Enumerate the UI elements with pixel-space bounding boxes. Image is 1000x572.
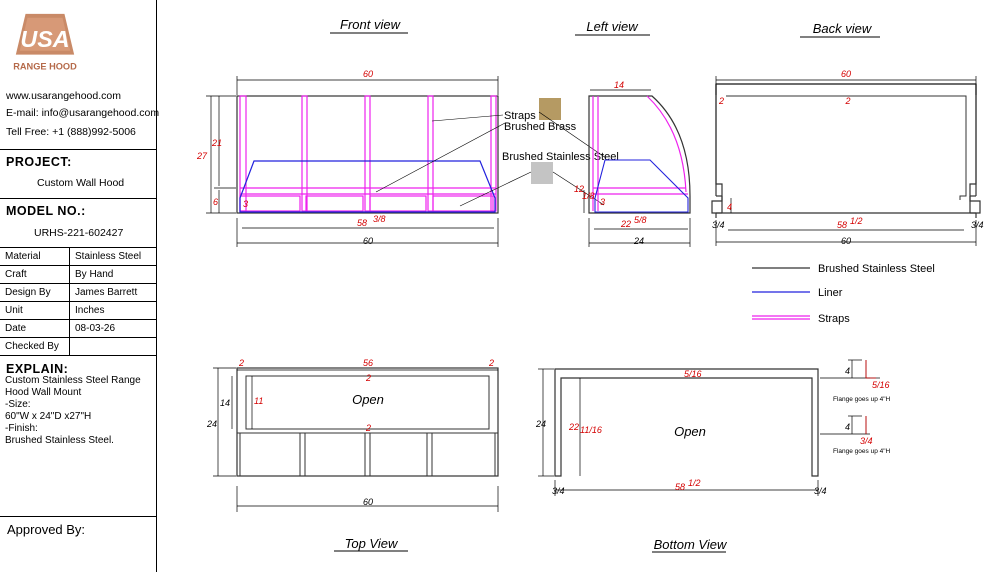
project-value: Custom Wall Hood bbox=[37, 177, 125, 189]
project-label: PROJECT: bbox=[6, 155, 72, 169]
dim-back-bottom: 60 bbox=[841, 236, 851, 246]
steel-swatch bbox=[531, 162, 553, 184]
straps-callout: Straps bbox=[504, 110, 536, 122]
dim-back-corner-r: 2 bbox=[844, 96, 850, 106]
dim-flange-2-frac: 3/4 bbox=[860, 436, 873, 446]
legend: Brushed Stainless Steel Liner Straps bbox=[752, 263, 935, 325]
dim-bottom-inner-depth: 22 bbox=[568, 422, 579, 432]
brass-callout: Brushed Brass bbox=[504, 121, 577, 133]
legend-label-straps: Straps bbox=[818, 313, 850, 325]
dim-bottom-edge-r: 3/4 bbox=[814, 486, 827, 496]
dim-back-corner-l: 2 bbox=[718, 96, 724, 106]
title-block: USA RANGE HOOD www.usarangehood.com E-ma… bbox=[0, 0, 160, 572]
front-view: 60 60 58 3/8 27 21 6 3 bbox=[196, 69, 499, 247]
left-view: 14 24 22 5/8 12 1/8 3 bbox=[574, 80, 691, 247]
view-titles: Front view Left view Back view Top View … bbox=[330, 17, 880, 553]
dim-top-width: 60 bbox=[363, 497, 373, 507]
dim-bottom-width-frac: 1/2 bbox=[688, 478, 701, 488]
dim-flange-1: 4 bbox=[845, 366, 850, 376]
model-label: MODEL NO.: bbox=[6, 204, 86, 218]
bottom-view: Open bbox=[535, 359, 891, 496]
dim-bottom-inner-frac: 11/16 bbox=[580, 425, 602, 435]
brass-swatch bbox=[539, 98, 561, 120]
svg-text:USA: USA bbox=[20, 26, 69, 52]
dim-bottom-edge-l: 3/4 bbox=[552, 486, 565, 496]
dim-front-bottom: 60 bbox=[363, 236, 373, 246]
explain-line: Hood Wall Mount bbox=[5, 387, 82, 398]
divider bbox=[0, 516, 157, 517]
explain-line: 60"W x 24"D x27"H bbox=[5, 411, 92, 422]
model-value: URHS-221-602427 bbox=[34, 227, 124, 239]
email-text: E-mail: info@usarangehood.com bbox=[6, 107, 160, 119]
spec-value bbox=[69, 337, 157, 356]
dim-bottom-depth: 24 bbox=[535, 419, 546, 429]
dim-back-edge-r: 3/4 bbox=[971, 220, 984, 230]
phone-text: Tell Free: +1 (888)992-5006 bbox=[6, 126, 136, 138]
dim-left-inner: 22 bbox=[620, 219, 631, 229]
dim-front-lower: 6 bbox=[213, 197, 218, 207]
explain-text: Custom Stainless Steel Range Hood Wall M… bbox=[5, 375, 155, 447]
website-text: www.usarangehood.com bbox=[6, 90, 121, 102]
dim-back-top: 60 bbox=[841, 69, 851, 79]
dim-left-height-frac: 1/8 bbox=[582, 191, 595, 201]
front-view-title: Front view bbox=[340, 17, 402, 32]
dim-top-inner-depth: 14 bbox=[220, 398, 230, 408]
dim-back-inner-frac: 1/2 bbox=[850, 216, 863, 226]
dim-left-mark: 3 bbox=[600, 197, 605, 207]
divider bbox=[0, 198, 157, 199]
dim-top-inner: 56 bbox=[363, 358, 373, 368]
dim-front-height: 27 bbox=[196, 151, 208, 161]
dim-top-depth: 24 bbox=[206, 419, 217, 429]
back-view: 60 60 2 2 4 58 1/2 3/4 3/4 bbox=[711, 69, 984, 246]
flange-note-1: Flange goes up 4"H bbox=[833, 396, 891, 403]
dim-top-corner-l: 2 bbox=[238, 358, 244, 368]
bottom-view-title: Bottom View bbox=[654, 537, 728, 552]
dim-front-liner-frac: 3/8 bbox=[373, 214, 386, 224]
explain-label: EXPLAIN: bbox=[6, 362, 69, 376]
dim-front-liner: 58 bbox=[357, 218, 367, 228]
dim-top-mid: 2 bbox=[365, 423, 371, 433]
left-view-title: Left view bbox=[586, 19, 639, 34]
dim-left-bottom: 24 bbox=[633, 236, 644, 246]
dim-bottom-top-gap: 5/16 bbox=[684, 369, 702, 379]
flange-note-2: Flange goes up 4"H bbox=[833, 448, 891, 455]
dim-left-inner-frac: 5/8 bbox=[634, 215, 647, 225]
dim-front-top: 60 bbox=[363, 69, 373, 79]
explain-line: -Size: bbox=[5, 399, 31, 410]
dim-left-height: 12 bbox=[574, 184, 584, 194]
dim-back-inner: 58 bbox=[837, 220, 847, 230]
explain-line: Brushed Stainless Steel. bbox=[5, 435, 114, 446]
divider bbox=[0, 149, 157, 150]
explain-line: -Finish: bbox=[5, 423, 38, 434]
usa-range-hood-logo: USA RANGE HOOD bbox=[11, 13, 79, 73]
dim-back-side: 4 bbox=[727, 202, 732, 212]
top-open-label: Open bbox=[352, 392, 384, 407]
approved-by-label: Approved By: bbox=[7, 522, 86, 537]
svg-text:RANGE HOOD: RANGE HOOD bbox=[13, 61, 77, 71]
spec-row: Checked By bbox=[0, 337, 157, 356]
bottom-open-label: Open bbox=[674, 424, 706, 439]
dim-flange-1-frac: 5/16 bbox=[872, 380, 890, 390]
steel-callout: Brushed Stainless Steel bbox=[502, 151, 619, 163]
dim-flange-2: 4 bbox=[845, 422, 850, 432]
legend-label-liner: Liner bbox=[818, 287, 843, 299]
legend-label-steel: Brushed Stainless Steel bbox=[818, 263, 935, 275]
dim-bottom-width: 58 bbox=[675, 482, 685, 492]
dim-top-corner-r: 2 bbox=[488, 358, 494, 368]
dim-left-top: 14 bbox=[614, 80, 624, 90]
dim-top-open-depth: 11 bbox=[254, 396, 263, 406]
explain-line: Custom Stainless Steel Range bbox=[5, 375, 141, 386]
top-view: Open 60 56 2 2 24 14 11 2 2 bbox=[206, 358, 499, 512]
top-view-title: Top View bbox=[345, 536, 399, 551]
back-view-title: Back view bbox=[813, 21, 873, 36]
dim-top-mid: 2 bbox=[365, 373, 371, 383]
dim-front-inner: 3 bbox=[243, 199, 248, 209]
dim-front-upper: 21 bbox=[211, 138, 222, 148]
dim-back-edge-l: 3/4 bbox=[712, 220, 725, 230]
